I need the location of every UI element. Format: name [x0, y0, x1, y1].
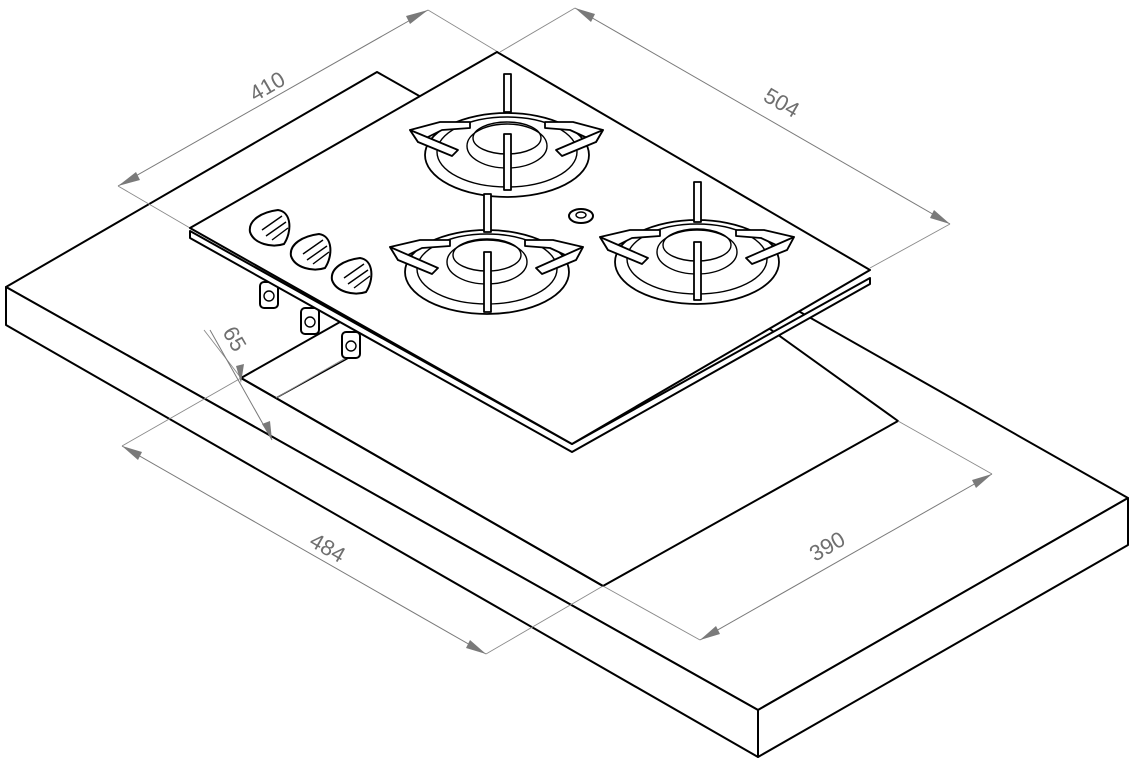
knob-1[interactable] — [248, 208, 291, 247]
dim-hob-width: 504 — [760, 83, 804, 123]
igniter — [568, 208, 594, 224]
countertop-right-face — [757, 497, 1129, 758]
dim-hob-depth: 410 — [245, 66, 289, 106]
valve-2 — [300, 307, 320, 335]
grate-front-right — [599, 181, 795, 301]
knob-2[interactable] — [289, 232, 332, 271]
dim-cutout-width: 484 — [306, 528, 350, 568]
knob-3[interactable] — [330, 256, 373, 295]
burner-rear[interactable] — [409, 73, 604, 198]
grate-rear — [409, 73, 604, 191]
gas-valves — [259, 281, 361, 359]
valve-3 — [341, 331, 361, 359]
burner-front-right[interactable] — [599, 181, 795, 305]
burner-front-left[interactable] — [389, 193, 584, 315]
grate-front-left — [389, 193, 584, 313]
